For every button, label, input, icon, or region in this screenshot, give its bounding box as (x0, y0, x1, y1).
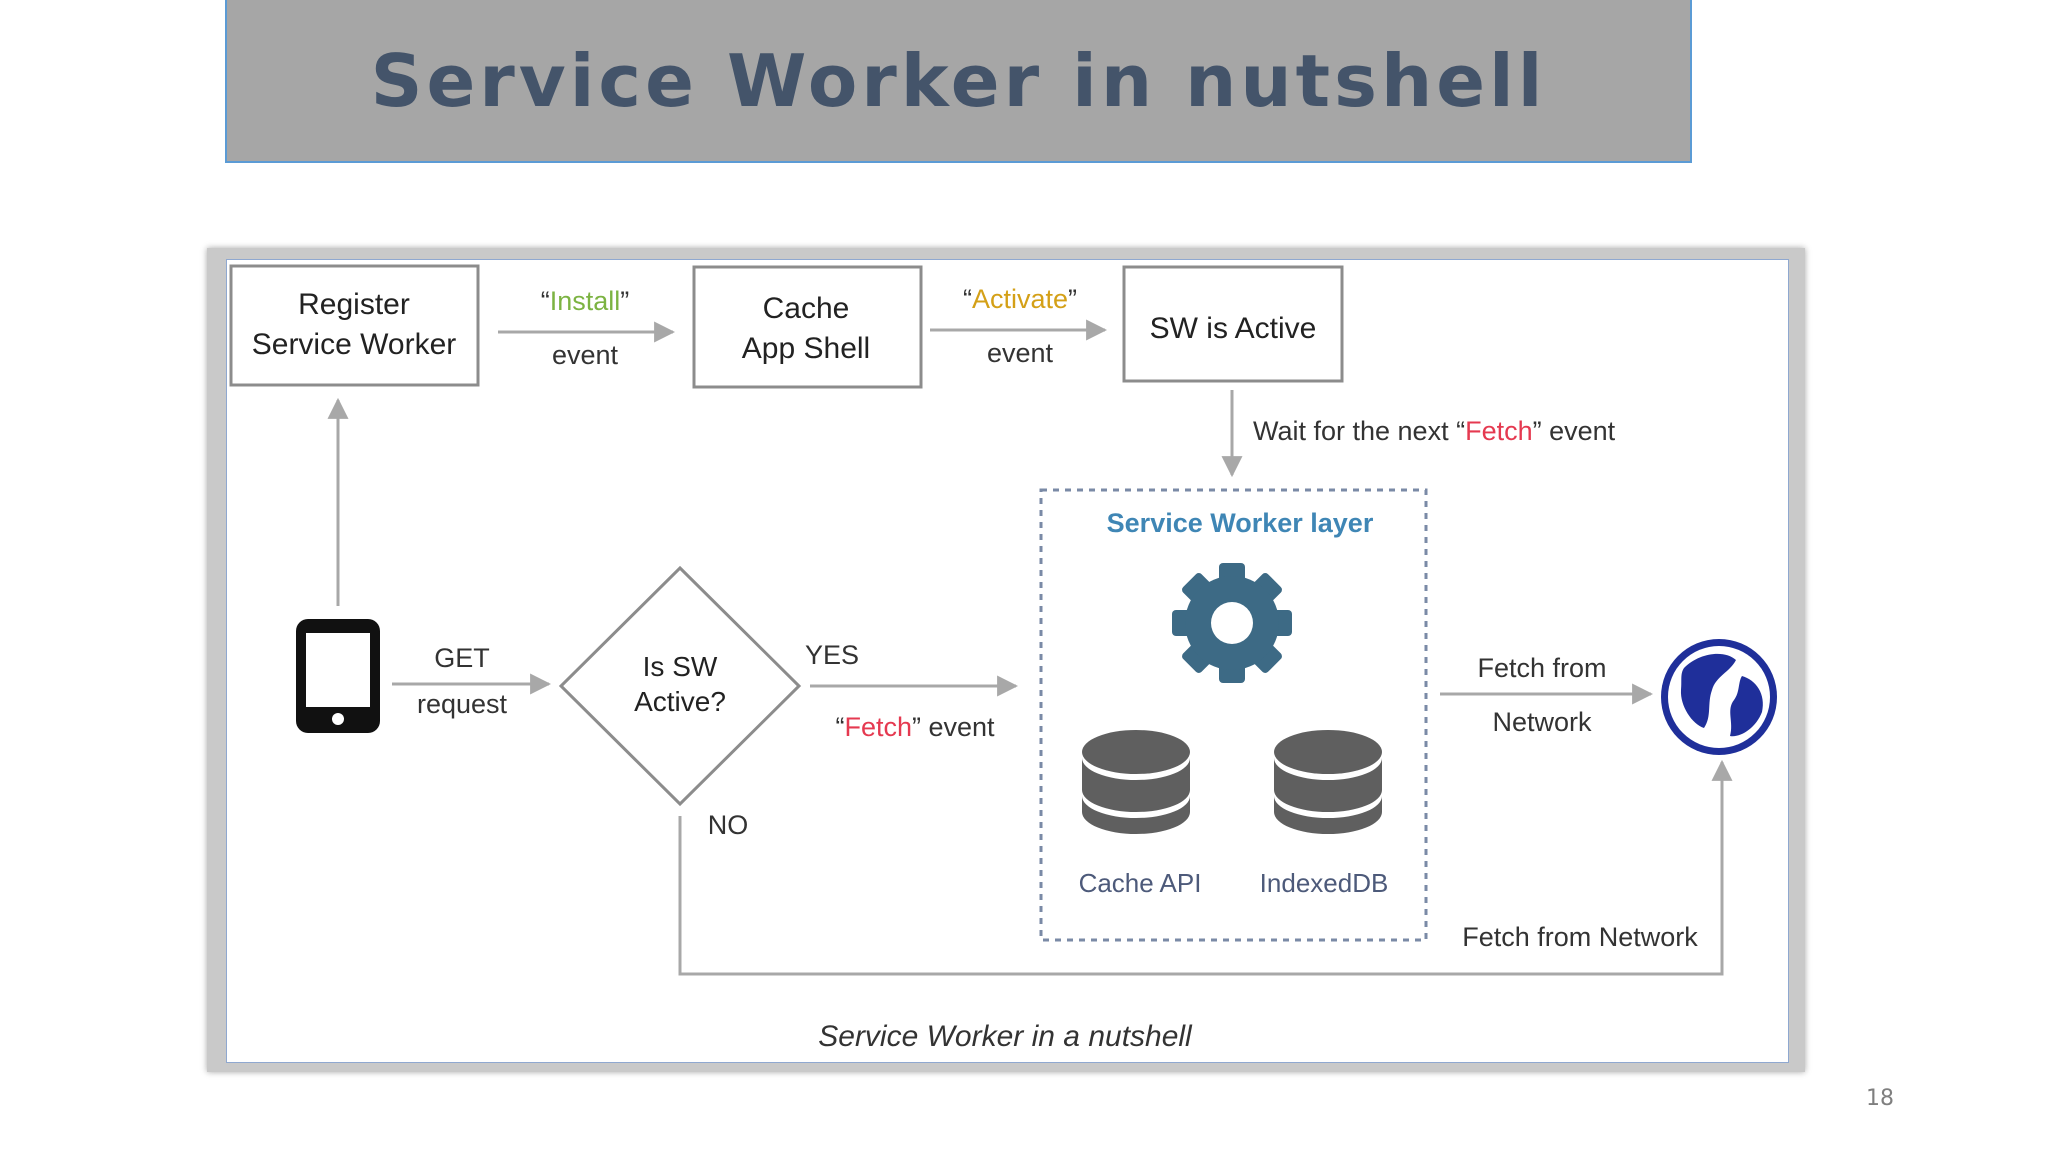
request-label: request (417, 689, 508, 719)
cache-line2: App Shell (742, 332, 870, 365)
diagram-panel (226, 259, 1789, 1063)
install-label: “Install” (541, 286, 630, 316)
page-number: 18 (1866, 1086, 1894, 1111)
install-event-label: event (552, 340, 619, 370)
fetch-from-network-bottom-label: Fetch from Network (1462, 922, 1698, 952)
gear-icon (1172, 563, 1292, 683)
indexeddb-label: IndexedDB (1260, 868, 1389, 898)
activate-event-label: event (987, 338, 1054, 368)
fetch-event-word: Fetch (844, 712, 912, 742)
fetch-event-label: “Fetch” event (835, 712, 995, 742)
sw-layer-title: Service Worker layer (1107, 508, 1374, 538)
sw-active-label: SW is Active (1150, 312, 1317, 345)
no-path-arrow (678, 759, 1733, 976)
sw-layer-box (1039, 488, 1428, 942)
title-bar: Service Worker in nutshell (225, 0, 1692, 163)
database-icon (1274, 730, 1382, 834)
cache-line1: Cache (763, 292, 850, 325)
no-label: NO (708, 810, 749, 840)
install-word: Install (550, 286, 621, 316)
database-icon (1082, 730, 1190, 834)
phone-icon (296, 619, 380, 733)
activate-word: Activate (972, 284, 1068, 314)
get-label: GET (434, 643, 490, 673)
decision-diamond (558, 565, 802, 807)
diagram-caption: Service Worker in a nutshell (818, 1020, 1193, 1053)
register-line1: Register (298, 288, 410, 321)
fetch-from-label: Fetch from (1477, 653, 1606, 683)
register-line2: Service Worker (252, 328, 457, 361)
register-sw-box (229, 264, 480, 387)
wait-fetch-word: Fetch (1465, 416, 1533, 446)
sw-active-box (1122, 265, 1344, 383)
decision-line1: Is SW (643, 651, 718, 682)
activate-label: “Activate” (963, 284, 1077, 314)
cache-api-label: Cache API (1079, 868, 1202, 898)
globe-icon (1661, 639, 1777, 755)
wait-label: Wait for the next “Fetch” event (1253, 416, 1616, 446)
yes-label: YES (805, 640, 859, 670)
network-label: Network (1492, 707, 1592, 737)
cache-shell-box (692, 265, 923, 389)
decision-line2: Active? (634, 686, 726, 717)
slide-title: Service Worker in nutshell (370, 38, 1547, 123)
